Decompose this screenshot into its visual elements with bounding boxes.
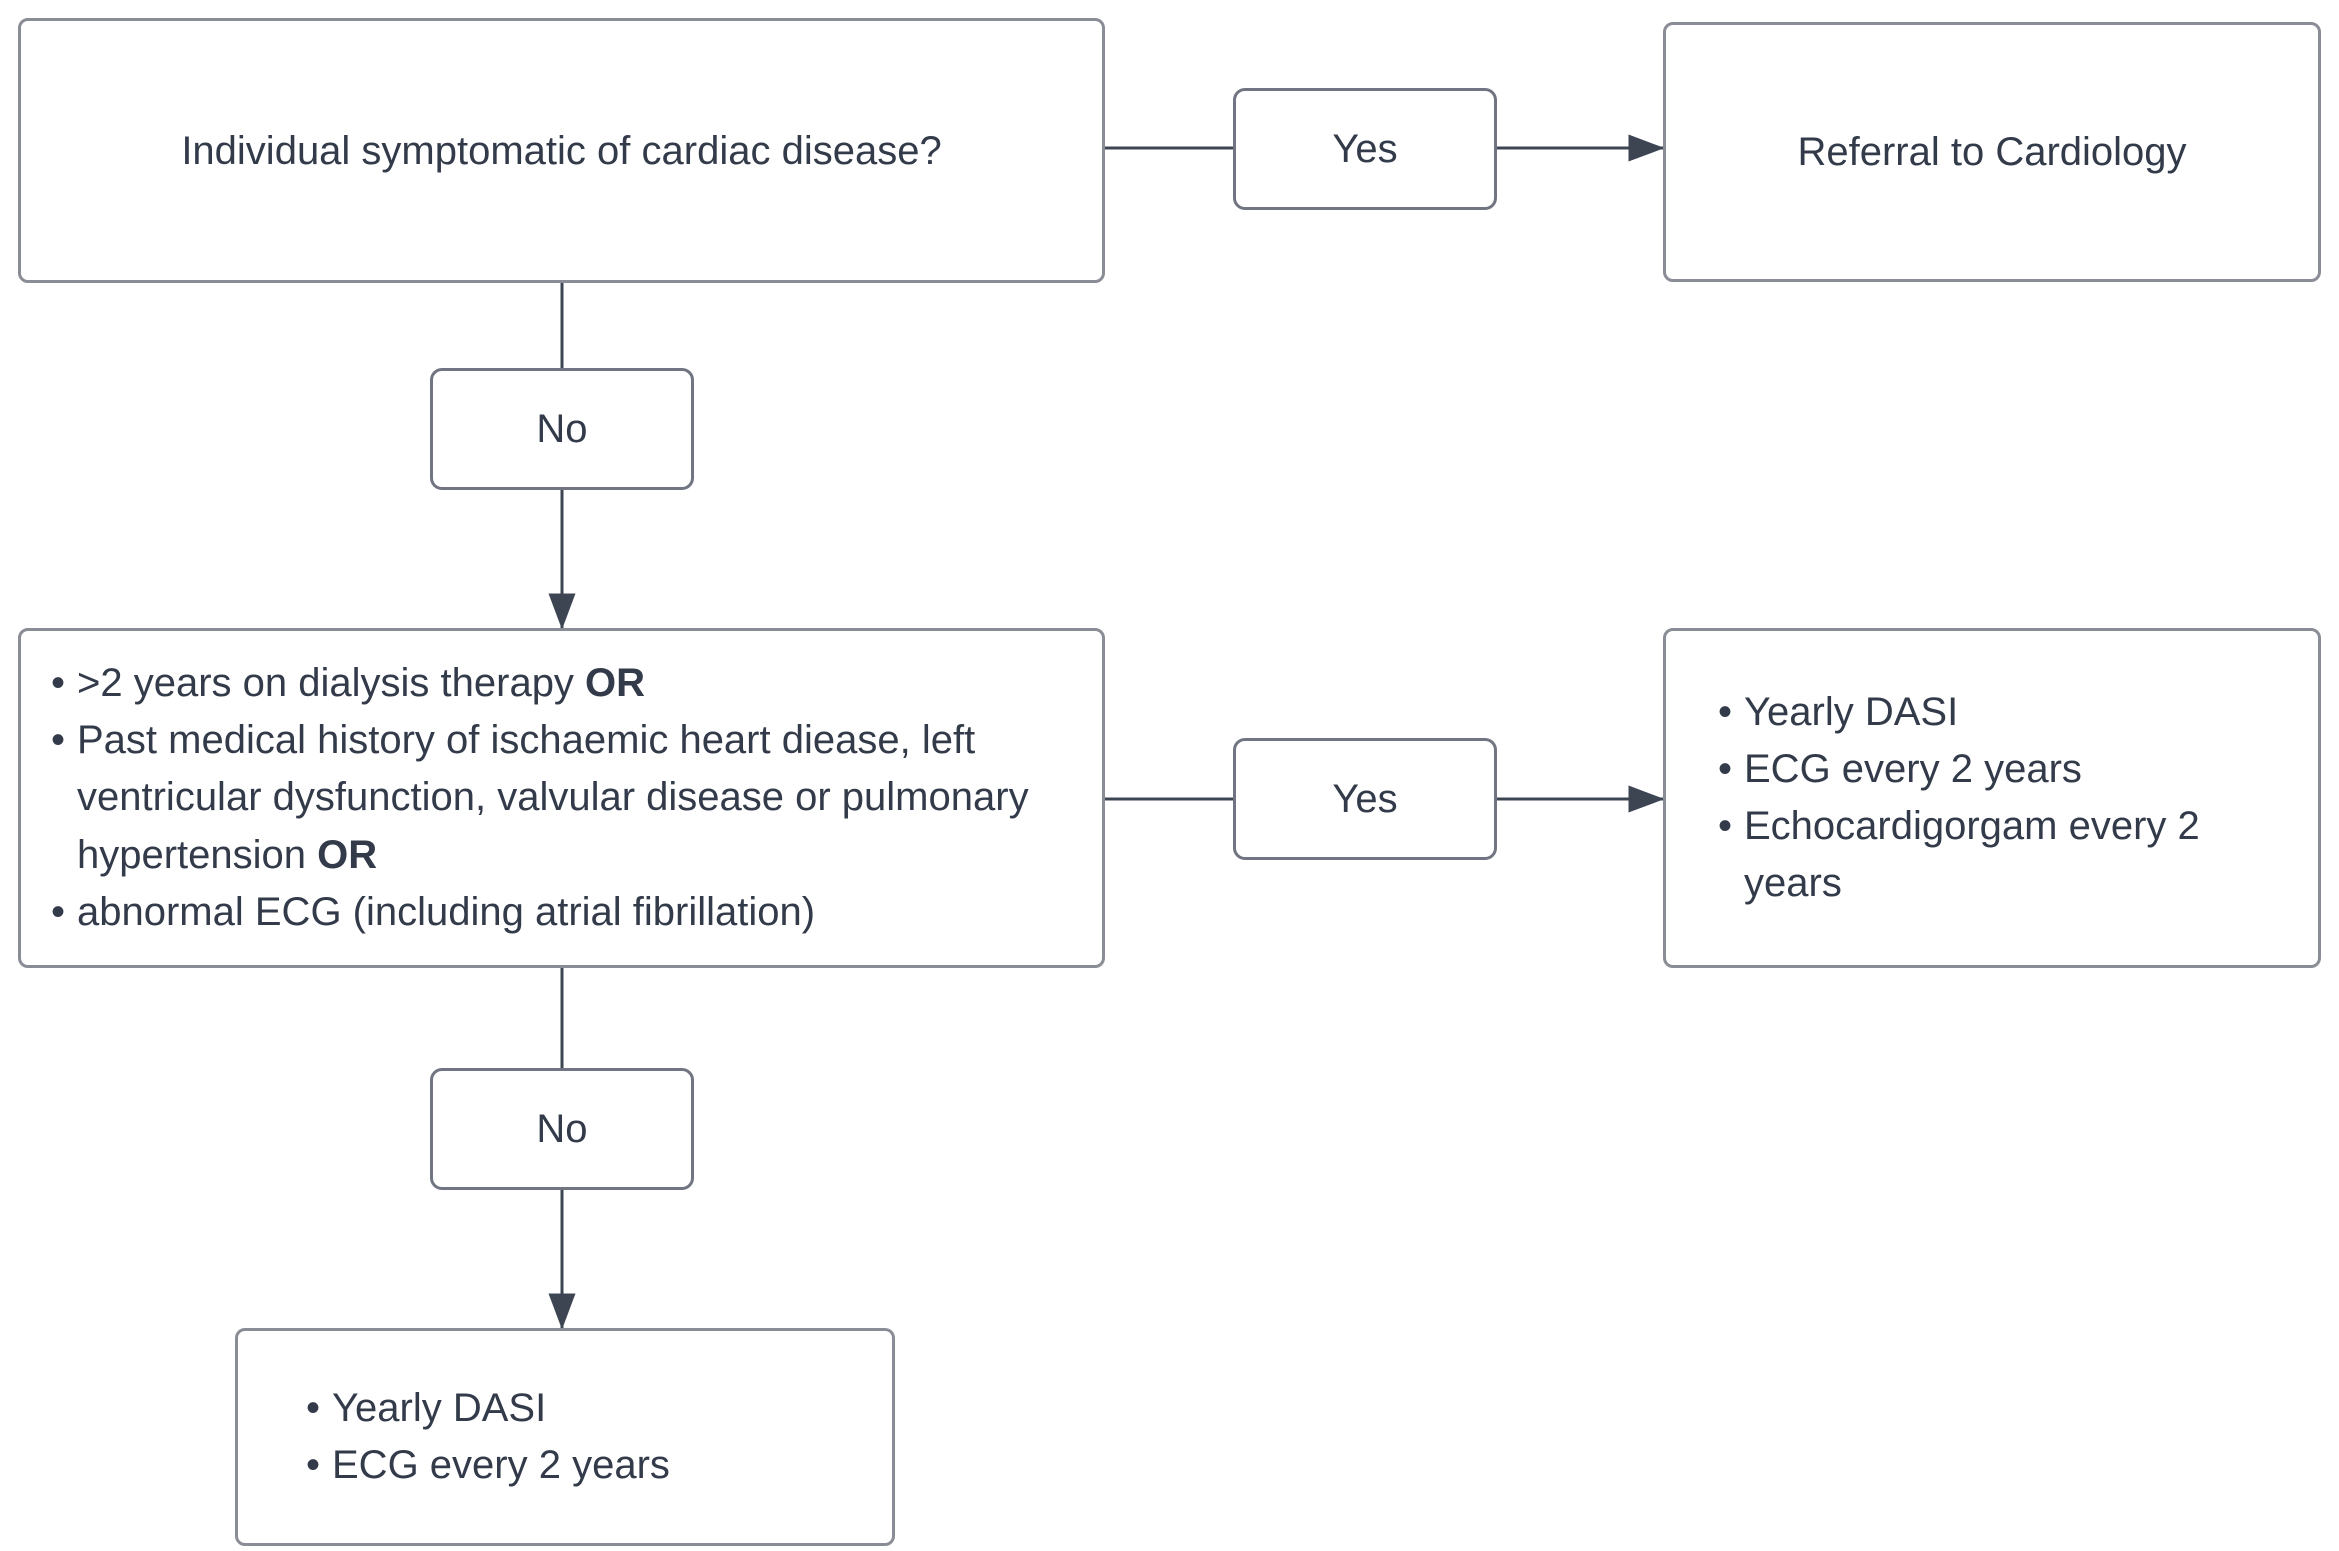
node-criteria[interactable]: >2 years on dialysis therapy OR Past med… (18, 628, 1105, 968)
criteria-item: >2 years on dialysis therapy OR (45, 655, 1086, 712)
edge-label-no-top[interactable]: No (430, 368, 694, 490)
criteria-item-text-before: Past medical history of ischaemic heart … (77, 718, 1029, 877)
surveillance-high-list: Yearly DASI ECG every 2 years Echocardig… (1712, 684, 2302, 913)
edge-label-no-mid[interactable]: No (430, 1068, 694, 1190)
edge-label-yes-top[interactable]: Yes (1233, 88, 1497, 210)
edge-label-yes-mid-text: Yes (1332, 776, 1398, 821)
node-surveillance-high[interactable]: Yearly DASI ECG every 2 years Echocardig… (1663, 628, 2321, 968)
edge-label-yes-mid[interactable]: Yes (1233, 738, 1497, 860)
node-surveillance-low[interactable]: Yearly DASI ECG every 2 years (235, 1328, 895, 1546)
surveillance-low-list: Yearly DASI ECG every 2 years (300, 1380, 876, 1495)
edge-label-no-top-text: No (536, 406, 588, 451)
edge-label-no-mid-text: No (536, 1106, 588, 1151)
surveillance-low-item: ECG every 2 years (300, 1437, 876, 1494)
edge-label-yes-top-text: Yes (1332, 126, 1398, 171)
criteria-item-text-bold: OR (317, 832, 378, 877)
surveillance-high-item: Yearly DASI (1712, 684, 2302, 741)
surveillance-high-item: Echocardigorgam every 2 years (1712, 798, 2302, 912)
criteria-item: Past medical history of ischaemic heart … (45, 712, 1086, 884)
criteria-list: >2 years on dialysis therapy OR Past med… (45, 655, 1086, 941)
criteria-item: abnormal ECG (including atrial fibrillat… (45, 884, 1086, 941)
surveillance-low-item: Yearly DASI (300, 1380, 876, 1437)
criteria-item-text-before: abnormal ECG (including atrial fibrillat… (77, 889, 816, 934)
node-question-symptomatic[interactable]: Individual symptomatic of cardiac diseas… (18, 18, 1105, 283)
node-referral-cardiology-text: Referral to Cardiology (1797, 130, 2187, 174)
surveillance-high-item: ECG every 2 years (1712, 741, 2302, 798)
criteria-item-text-bold: OR (585, 661, 646, 706)
node-referral-cardiology[interactable]: Referral to Cardiology (1663, 22, 2321, 282)
criteria-item-text-before: >2 years on dialysis therapy (77, 661, 586, 706)
node-question-symptomatic-text: Individual symptomatic of cardiac diseas… (181, 128, 942, 173)
